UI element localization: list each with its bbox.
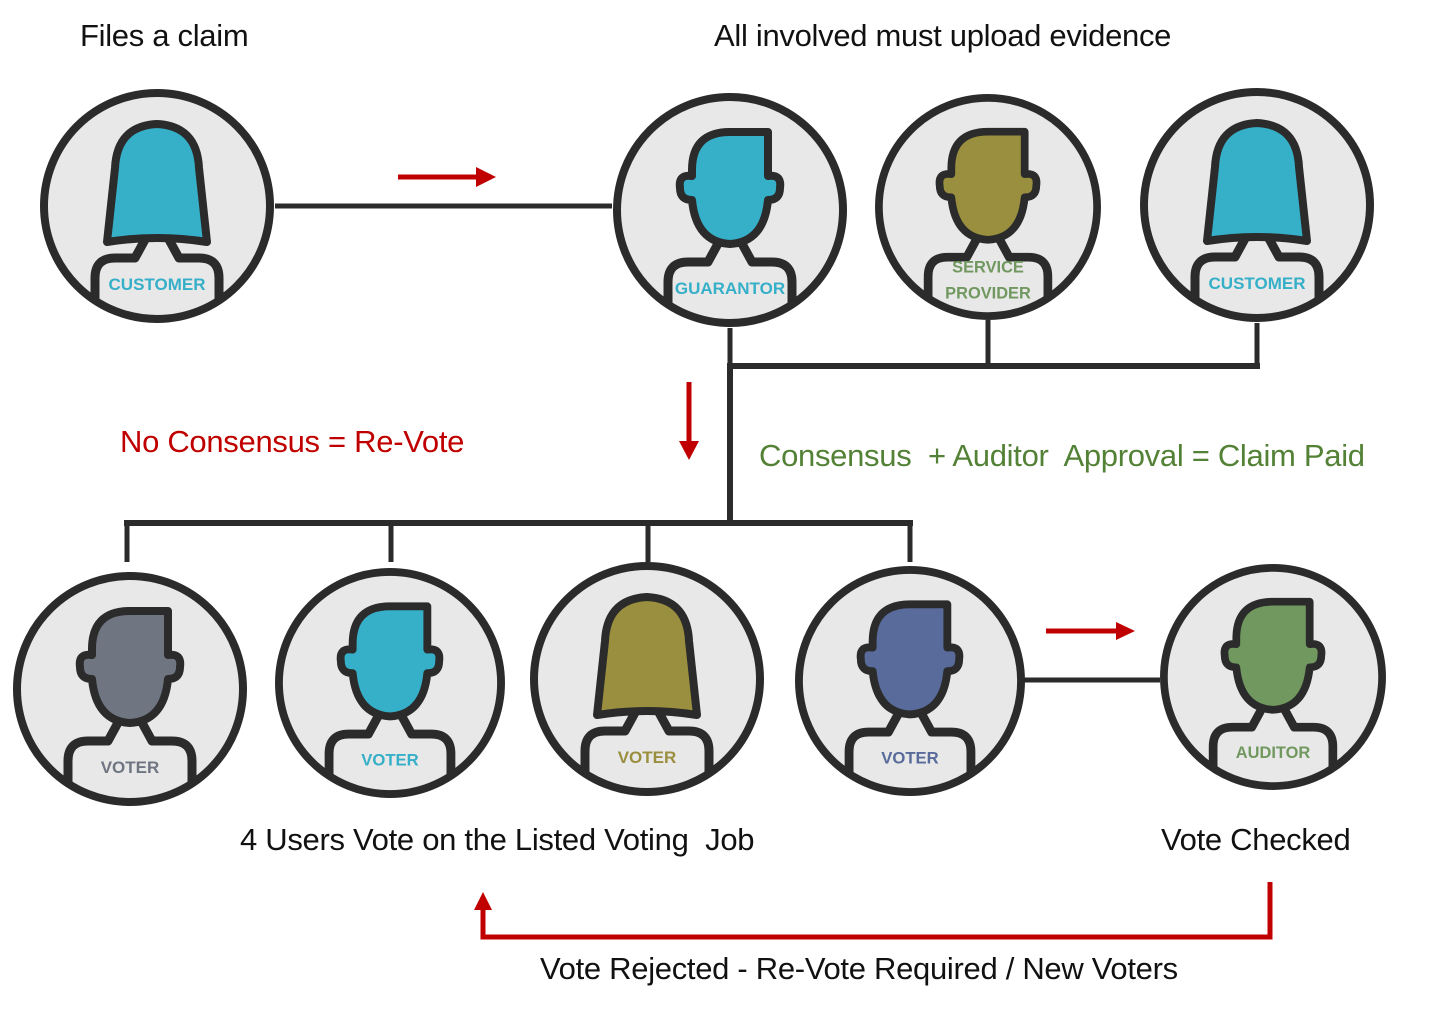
caption-files-claim: Files a claim (80, 18, 249, 53)
node-service-provider: SERVICE PROVIDER (875, 94, 1101, 320)
person-icon (63, 607, 197, 801)
person-icon (324, 602, 456, 794)
caption-vote-checked: Vote Checked (1161, 822, 1351, 857)
node-voter-2: VOTER (275, 568, 505, 798)
role-label: VOTER (881, 749, 939, 768)
arrow-right-icon (1046, 622, 1135, 640)
role-label: CUSTOMER (109, 275, 206, 294)
person-icon (844, 600, 976, 792)
male-head-icon (1220, 597, 1326, 714)
node-voter-1: VOTER (13, 572, 247, 806)
avatar-ring (875, 94, 1101, 320)
avatar-ring (40, 89, 274, 323)
female-head-icon (1203, 119, 1311, 245)
caption-consensus-paid: Consensus + Auditor Approval = Claim Pai… (759, 438, 1365, 473)
arrow-right-icon (398, 167, 496, 187)
node-voter-4: VOTER (795, 566, 1025, 796)
caption-no-consensus: No Consensus = Re-Vote (120, 424, 465, 459)
avatar-ring (530, 562, 764, 796)
node-voter-3: VOTER (530, 562, 764, 796)
node-auditor: AUDITOR (1160, 564, 1386, 790)
avatar-ring (1140, 88, 1374, 322)
caption-users-vote: 4 Users Vote on the Listed Voting Job (240, 822, 755, 857)
avatar-ring (795, 566, 1025, 796)
role-label: VOTER (361, 751, 419, 770)
male-head-icon (75, 607, 185, 727)
caption-vote-rejected: Vote Rejected - Re-Vote Required / New V… (540, 951, 1178, 986)
person-icon (663, 128, 797, 322)
male-head-icon (336, 602, 444, 721)
person-icon (1190, 119, 1324, 317)
return-arrow-icon (474, 882, 1273, 940)
person-icon (1208, 597, 1338, 786)
node-customer-2: CUSTOMER (1140, 88, 1374, 322)
avatar-ring (275, 568, 505, 798)
role-label: GUARANTOR (675, 279, 785, 298)
person-icon (90, 120, 224, 318)
role-label: CUSTOMER (1209, 274, 1306, 293)
avatar-ring (13, 572, 247, 806)
male-head-icon (856, 600, 964, 719)
connectors (124, 203, 1260, 683)
female-head-icon (593, 593, 701, 719)
nodes: CUSTOMER GUARANTOR SERVICE PROVIDER CUSTOMER… (13, 88, 1386, 806)
male-head-icon (935, 127, 1041, 244)
avatar-ring (613, 93, 847, 327)
role-label: AUDITOR (1236, 744, 1311, 762)
node-customer-1: CUSTOMER (40, 89, 274, 323)
role-label: VOTER (618, 748, 677, 767)
avatar-ring (1160, 564, 1386, 790)
role-label: PROVIDER (945, 285, 1031, 303)
male-head-icon (675, 128, 785, 248)
arrows (398, 167, 1273, 940)
person-icon (580, 593, 714, 791)
role-label: SERVICE (952, 259, 1024, 277)
caption-upload-evidence: All involved must upload evidence (714, 18, 1172, 53)
role-label: VOTER (101, 758, 160, 777)
female-head-icon (103, 120, 211, 246)
arrow-down-icon (679, 382, 699, 460)
person-icon (923, 127, 1053, 316)
node-guarantor: GUARANTOR (613, 93, 847, 327)
